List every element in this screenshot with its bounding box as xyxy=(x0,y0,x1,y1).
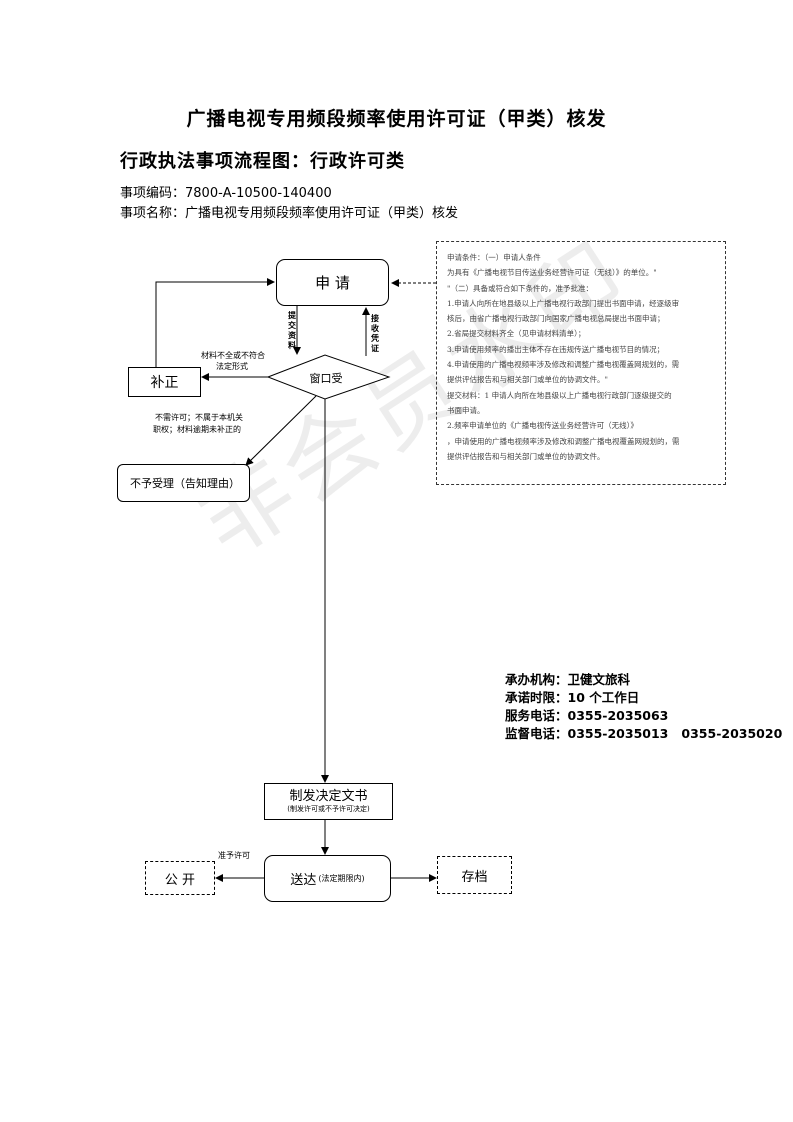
deliver-node: 送达 (法定期限内) xyxy=(264,855,391,902)
condition-line: 核后，由省广播电视行政部门向国家广播电视总局提出书面申请； xyxy=(447,314,665,324)
reject-arrow xyxy=(245,395,317,466)
condition-line: ，申请使用的广播电视频率涉及修改和调整广播电视覆盖网规划的，需 xyxy=(447,436,680,446)
deliver-label: 送达 xyxy=(290,873,317,888)
incomplete-label-1: 材料不全或不符合 xyxy=(201,351,265,360)
apply-node: 申 请 xyxy=(276,259,389,306)
supplement-label: 补正 xyxy=(150,375,179,391)
reject-label: 不予受理（告知理由） xyxy=(130,477,240,490)
condition-line: 申请条件：（一）申请人条件 xyxy=(447,253,541,262)
item-name: 事项名称：广播电视专用频段频率使用许可证（甲类）核发 xyxy=(120,206,459,221)
condition-line: 2.频率申请单位的《广播电视传送业务经营许可（无线）》 xyxy=(447,421,638,431)
condition-line: "（二）具备或符合如下条件的，准予批准： xyxy=(447,283,593,293)
condition-line: 3.申请使用频率的播出主体不存在违规传送广播电视节目的情况； xyxy=(447,344,665,354)
archive-node: 存档 xyxy=(437,856,512,894)
agency-info: 承办机构：卫健文旅科 xyxy=(505,672,631,687)
reject-reason-label-2: 职权；材料逾期未补正的 xyxy=(153,425,241,434)
decision-node: 制发决定文书 (制发许可或不予许可决定) xyxy=(264,783,393,820)
reject-reason-label-1: 不需许可；不属于本机关 xyxy=(155,413,243,422)
service-phone-info: 服务电话：0355-2035063 xyxy=(505,708,669,723)
condition-line: 2.省局提交材料齐全（见申请材料清单）； xyxy=(447,329,586,339)
apply-label: 申 请 xyxy=(315,274,350,292)
condition-line: 提交材料：1 申请人向所在地县级以上广播电视行政部门逐级提交的 xyxy=(447,390,672,400)
archive-label: 存档 xyxy=(461,869,488,885)
decision-label: 制发决定文书 xyxy=(289,789,368,804)
condition-line: 为具有《广播电视节目传送业务经营许可证（无线）》的单位。" xyxy=(447,268,657,278)
document-subtitle: 行政执法事项流程图：行政许可类 xyxy=(120,151,405,172)
supplement-node: 补正 xyxy=(128,367,201,397)
incomplete-label-2: 法定形式 xyxy=(216,362,248,371)
publish-node: 公 开 xyxy=(145,861,215,895)
publish-label: 公 开 xyxy=(164,872,196,888)
condition-line: 提供评估报告和与相关部门或单位的协调文件。 xyxy=(447,451,605,461)
receive-label: 接收凭证 xyxy=(371,314,379,353)
deadline-info: 承诺时限：10 个工作日 xyxy=(505,690,640,705)
grant-label: 准予许可 xyxy=(218,851,250,860)
submit-label: 提交资料 xyxy=(288,311,296,350)
decision-sublabel: (制发许可或不予许可决定) xyxy=(287,805,370,813)
reject-node: 不予受理（告知理由） xyxy=(117,464,250,502)
item-code: 事项编码：7800-A-10500-140400 xyxy=(120,186,332,201)
deliver-sublabel: (法定期限内) xyxy=(318,874,365,883)
document-title: 广播电视专用频段频率使用许可证（甲类）核发 xyxy=(186,108,607,130)
conditions-box: 申请条件：（一）申请人条件 为具有《广播电视节目传送业务经营许可证（无线）》的单… xyxy=(436,241,726,485)
window-label: 窗口受 xyxy=(309,372,343,385)
window-diamond xyxy=(266,354,391,400)
condition-line: 4.申请使用的广播电视频率涉及修改和调整广播电视覆盖网规划的，需 xyxy=(447,360,680,370)
condition-line: 提供评估报告和与相关部门或单位的协调文件。" xyxy=(447,375,608,385)
condition-line: 1.申请人向所在地县级以上广播电视行政部门提出书面申请，经逐级审 xyxy=(447,298,680,308)
supervise-phone-info: 监督电话：0355-2035013 0355-2035020 xyxy=(505,726,783,741)
resubmit-arrow xyxy=(155,278,275,367)
condition-line: 书面申请。 xyxy=(447,405,485,415)
